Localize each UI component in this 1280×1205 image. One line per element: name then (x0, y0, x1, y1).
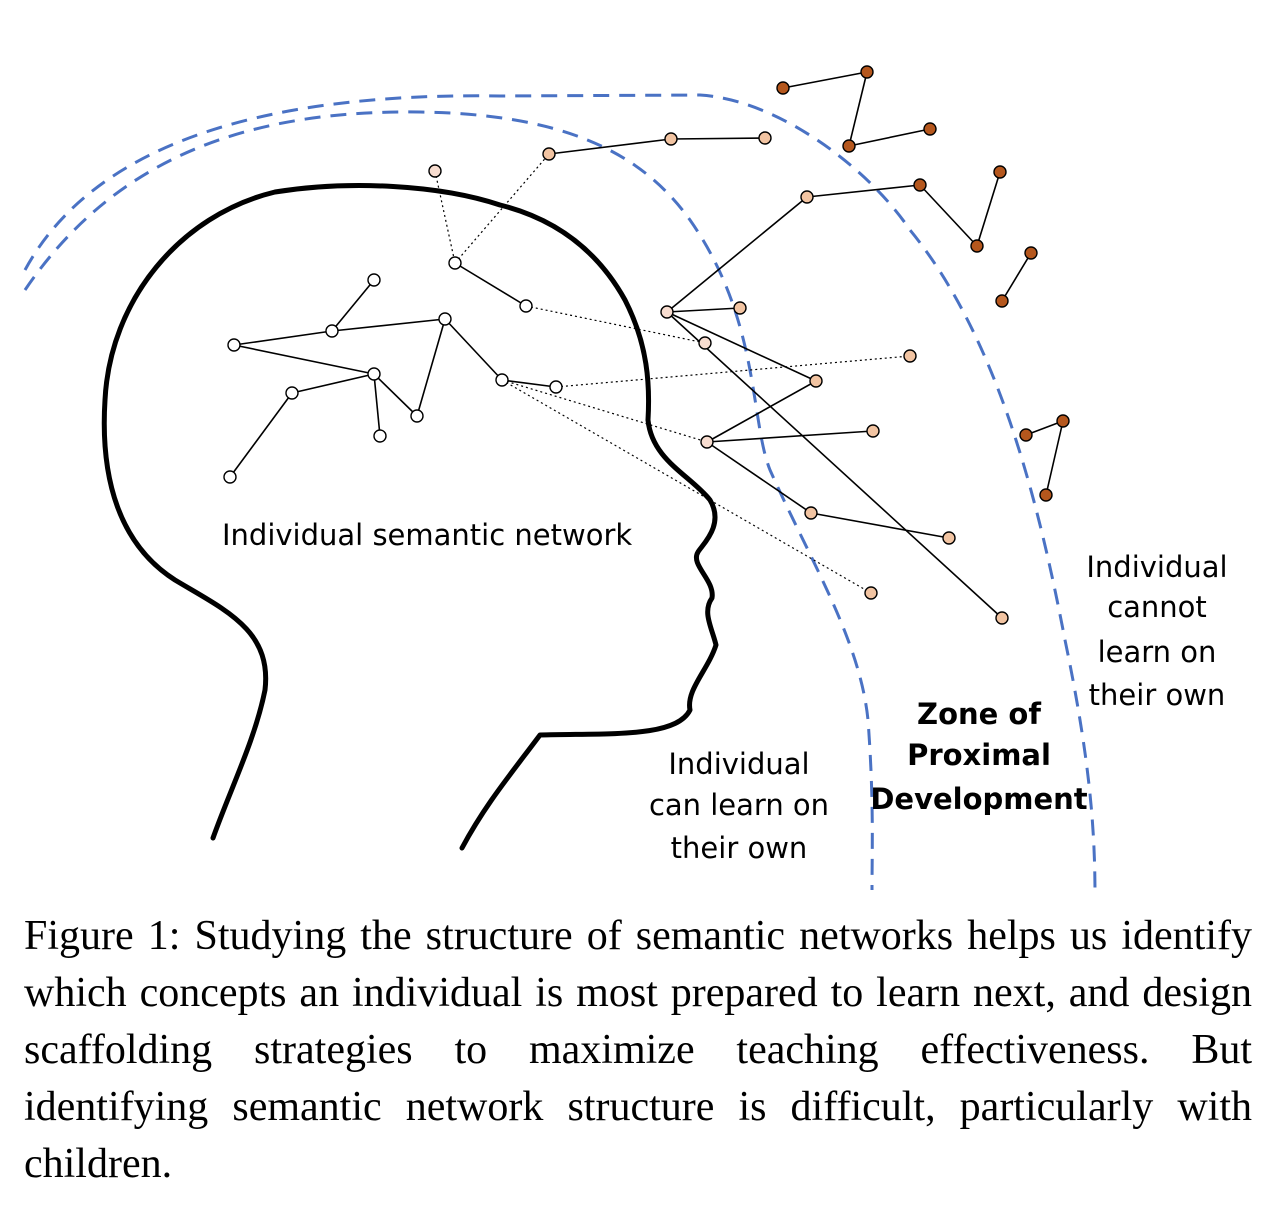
network-node (733, 301, 747, 315)
network-node (373, 429, 387, 443)
far-nodes (776, 65, 1070, 502)
dotted-links (434, 153, 911, 594)
network-node (1056, 414, 1070, 428)
zpd-inner-boundary (23, 110, 874, 891)
network-node (495, 373, 509, 387)
network-node (804, 506, 818, 520)
network-node (923, 122, 937, 136)
network-node (800, 190, 814, 204)
zpd-outer-boundary (23, 93, 1097, 896)
network-node (367, 367, 381, 381)
network-node (995, 611, 1009, 625)
network-node (325, 324, 339, 338)
network-node (698, 336, 712, 350)
semantic-network-diagram: Individual semantic network Individual c… (23, 65, 1228, 896)
svg-text:Individual: Individual (668, 747, 809, 781)
nearest-nodes (428, 164, 714, 449)
can-learn-label: Individual can learn on their own (649, 747, 829, 865)
zpd-links (548, 137, 1003, 619)
svg-text:cannot: cannot (1107, 590, 1207, 624)
network-node (438, 312, 452, 326)
network-node (995, 294, 1009, 308)
head-outline (101, 183, 719, 851)
svg-text:can learn on: can learn on (649, 788, 829, 822)
network-node (970, 239, 984, 253)
network-node (809, 374, 823, 388)
network-node (1019, 428, 1033, 442)
figure-caption: Figure 1: Studying the structure of sema… (24, 913, 1252, 1187)
known-nodes (223, 256, 563, 484)
network-label: Individual semantic network (222, 518, 632, 552)
network-node (285, 386, 299, 400)
svg-text:Individual: Individual (1086, 550, 1227, 584)
network-node (367, 273, 381, 287)
network-node (660, 305, 674, 319)
network-node (542, 147, 556, 161)
network-node (866, 424, 880, 438)
zpd-nodes (542, 131, 1009, 625)
network-node (776, 81, 790, 95)
network-node (864, 586, 878, 600)
network-node (993, 165, 1007, 179)
network-node (1024, 246, 1038, 260)
network-node (549, 380, 563, 394)
network-node (428, 164, 442, 178)
cannot-learn-label: Individual cannot learn on their own (1086, 550, 1227, 712)
network-node (842, 139, 856, 153)
svg-text:their own: their own (1089, 678, 1226, 712)
network-node (410, 409, 424, 423)
network-node (223, 470, 237, 484)
network-node (942, 531, 956, 545)
known-links (229, 262, 557, 478)
network-node (664, 132, 678, 146)
network-node (519, 299, 533, 313)
network-node (227, 338, 241, 352)
network-node (903, 349, 917, 363)
network-node (860, 65, 874, 79)
network-node (758, 131, 772, 145)
svg-text:Proximal: Proximal (907, 738, 1051, 772)
network-node (1039, 488, 1053, 502)
svg-text:Development: Development (870, 782, 1087, 816)
network-node (448, 256, 462, 270)
network-node (700, 435, 714, 449)
svg-text:their own: their own (671, 831, 808, 865)
svg-text:Zone of: Zone of (917, 697, 1041, 731)
far-links (782, 71, 1064, 496)
network-node (913, 178, 927, 192)
svg-text:learn on: learn on (1098, 635, 1217, 669)
zpd-label: Zone of Proximal Development (870, 697, 1087, 816)
